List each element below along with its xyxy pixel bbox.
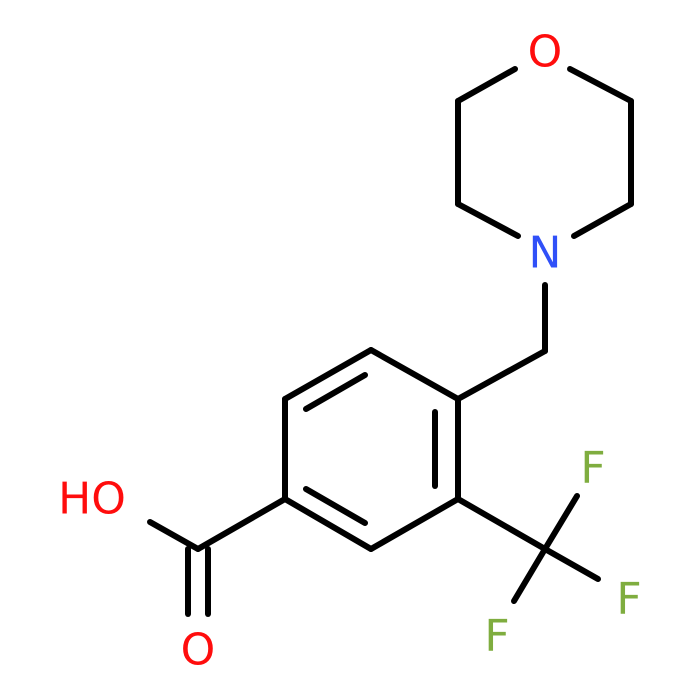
bond-ar1-cooh: [195, 496, 288, 552]
bond-c-f3: [511, 546, 548, 604]
bond-o-c4: [567, 66, 634, 104]
bond-ar5-ar6: [282, 347, 374, 402]
fluorine-atom-3: F: [484, 611, 509, 662]
bond-ar1-ar2: [282, 496, 374, 552]
oxygen-atom-ring: O: [528, 27, 563, 78]
bond-ar2-ar3: [368, 496, 461, 552]
fluorine-atom-1: F: [580, 443, 605, 494]
bond-ar3-cf3: [455, 496, 548, 552]
fluorine-atom-2: F: [616, 574, 641, 625]
bond-ar4-ar5: [368, 347, 461, 402]
hydroxyl-label: HO: [58, 474, 126, 525]
bond-c-f1: [542, 493, 580, 552]
bond-inner-ar1-ar2: [303, 486, 368, 526]
carbonyl-oxygen-atom: O: [181, 625, 216, 676]
nitrogen-atom-ring: N: [529, 228, 562, 279]
bond-c3-n: [571, 201, 634, 239]
bond-c2-n: [455, 201, 521, 239]
bond-o-c1: [455, 66, 518, 104]
bond-ch2-ar4: [455, 348, 548, 402]
bond-inner-ar5-ar6: [303, 372, 368, 412]
bond-c-f2: [542, 546, 601, 582]
bond-c-oh: [147, 519, 201, 552]
